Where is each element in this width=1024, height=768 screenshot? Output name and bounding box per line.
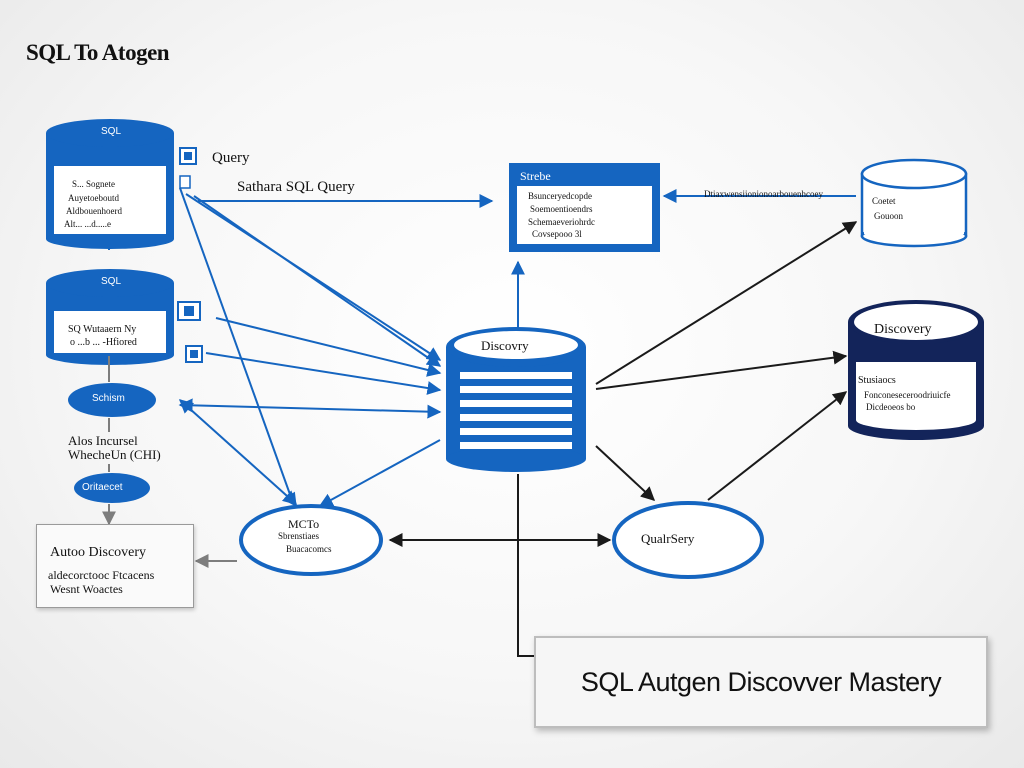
metadata-oval [239,504,383,576]
db-header: SQL [101,126,122,137]
right-db-line: Gouoon [874,211,903,221]
metadata-oval-line: Buacacomcs [286,544,332,554]
output-oval-label: Oritaecet [82,482,123,493]
schema-box-title: Strebe [520,169,551,183]
schism-oval-label: Schism [92,393,125,404]
db-line: o ...b ... -Hfiored [70,337,137,348]
query-oval [612,501,764,579]
right-discovery-line: Fonconeseceroodriuicfe [864,390,951,400]
center-database-label: Discovry [481,338,529,353]
document-icon [177,301,201,321]
schema-box-line: Bsunceryedcopde [528,191,592,201]
right-discovery-database [848,300,984,440]
schema-box-line: Covsepooo 3l [532,229,582,239]
right-database-top [860,158,968,248]
schema-box-line: Soemoentioendrs [530,204,593,214]
blue-arrows-left [178,187,525,508]
db-line: Auyetoeboutd [68,193,119,203]
right-db-line: Coetet [872,196,896,206]
db-header: SQL [101,276,122,287]
metadata-oval-line: MCTo [288,517,320,531]
db-line: Alt... ...d.....e [64,219,111,229]
autogen-discovery-line: aldecorctooc Ftcacens [48,568,155,582]
query-oval-label: QualrSery [641,531,695,546]
output-oval [74,473,150,503]
autogen-discovery-box [36,524,194,608]
right-discovery-line: Stusiaocs [858,375,896,386]
db-line: S... Sognete [72,179,116,189]
document-icon [185,345,203,363]
document-icon [179,147,197,165]
center-discovery-database [446,327,586,472]
document-icon [179,175,191,189]
right-discovery-line: Dicdeoeos bo [866,402,916,412]
left-connectors [102,236,237,568]
page-title: SQL To Atogen [26,40,170,65]
query-label: Query [212,150,250,166]
autogen-discovery-title: Autoo Discovery [50,545,147,560]
autogen-discovery-line: Wesnt Woactes [50,582,123,596]
db-line: Aldbouenhoerd [66,206,122,216]
schema-box-line: Schemaeveriohrdc [528,217,595,227]
edge-label: Dtiaxwensiionionoarbouenhcoey [704,189,823,199]
schema-sql-query-label: Sathara SQL Query [237,179,355,195]
db-line: SQ Wutaaern Ny [68,324,137,335]
title-banner: SQL Autgen Discovver Mastery [534,636,988,728]
banner-text: SQL Autgen Discovver Mastery [580,666,942,697]
dark-arrows [388,221,858,657]
sql-database-top [46,119,174,249]
schism-oval [68,383,156,417]
right-discovery-title: Discovery [874,322,932,337]
active-model-label: Alos Incursel WhecheUn (CHI) [68,433,161,462]
metadata-oval-line: Sbrenstiaes [278,531,319,541]
sql-database-middle [46,269,174,365]
